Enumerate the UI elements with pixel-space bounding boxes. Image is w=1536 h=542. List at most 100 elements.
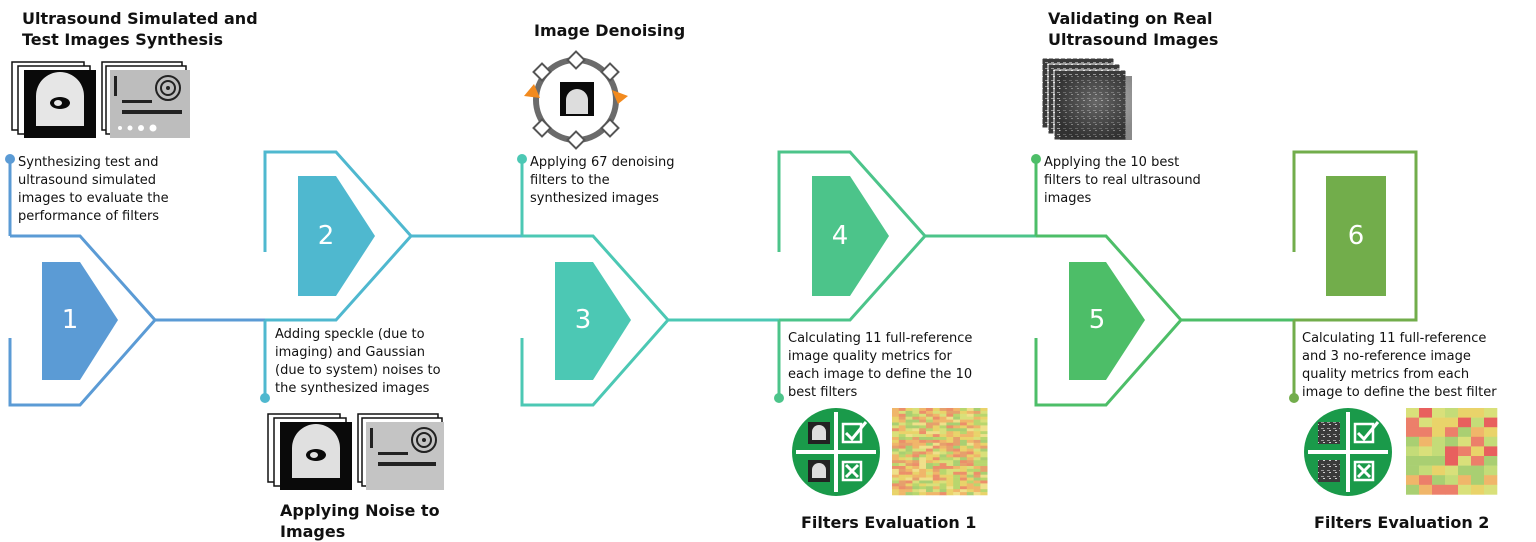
heatmap-cell	[892, 489, 900, 493]
heatmap-cell	[926, 492, 934, 496]
heatmap-cell	[926, 471, 934, 475]
heatmap-cell	[898, 428, 906, 432]
heatmap-cell	[926, 468, 934, 473]
heatmap-cell	[966, 413, 974, 417]
heatmap-cell	[946, 445, 954, 449]
heatmap-cell	[973, 480, 981, 484]
heatmap-cell	[980, 480, 988, 484]
step3-description: Applying 67 denoising filters to the syn…	[530, 154, 675, 208]
heatmap-cell	[926, 410, 934, 415]
heatmap-cell	[892, 416, 900, 420]
heatmap-cell	[1471, 408, 1485, 418]
heatmap-cell	[980, 434, 988, 438]
heatmap-cell	[926, 454, 934, 458]
heatmap-cell	[939, 457, 947, 461]
heatmap-cell	[939, 483, 947, 487]
heatmap-cell	[980, 489, 988, 493]
heatmap-cell	[960, 454, 968, 458]
step1-title-line: Test Images Synthesis	[22, 30, 223, 49]
heatmap-cell	[960, 477, 968, 481]
heatmap-cell	[960, 466, 968, 470]
heatmap-cell	[939, 468, 947, 473]
heatmap-cell	[1471, 475, 1485, 486]
heatmap-cell	[946, 480, 954, 484]
heatmap-cell	[892, 408, 900, 412]
heatmap-cell	[926, 489, 934, 493]
heatmap-cell	[898, 413, 906, 417]
heatmap-cell	[932, 408, 940, 412]
heatmap-cell	[960, 408, 968, 412]
heatmap-cell	[926, 474, 934, 478]
step1-dot	[5, 154, 15, 164]
heatmap-cell	[946, 483, 954, 487]
heatmap-cell	[892, 471, 900, 475]
step1-frame	[8, 234, 158, 407]
step4-description-line: Calculating 11 full-reference	[788, 331, 973, 346]
heatmap-cell	[912, 448, 920, 452]
heatmap-cell	[898, 457, 906, 461]
step4-description-line: best filters	[788, 385, 858, 400]
heatmap-cell	[939, 416, 947, 420]
heatmap-cell	[919, 489, 927, 493]
heatmap-cell	[1484, 456, 1498, 466]
heatmap-cell	[932, 434, 940, 438]
heatmap-cell	[892, 439, 900, 444]
heatmap-cell	[946, 416, 954, 420]
heatmap-cell	[1432, 408, 1446, 418]
heatmap-cell	[939, 460, 947, 464]
heatmap-cell	[932, 486, 940, 490]
heatmap-cell	[905, 486, 913, 490]
heatmap-cell	[953, 442, 961, 446]
heatmap-cell	[905, 425, 913, 429]
step5-description-line: filters to real ultrasound	[1044, 173, 1201, 188]
heatmap-cell	[905, 451, 913, 455]
heatmap-cell	[953, 468, 961, 473]
heatmap-cell	[960, 428, 968, 432]
heatmap-cell	[980, 431, 988, 435]
heatmap-cell	[1419, 465, 1433, 476]
heatmap-cell	[953, 463, 961, 467]
heatmap-cell	[946, 434, 954, 438]
heatmap-cell	[960, 442, 968, 446]
test-phantom-stack-icon	[101, 61, 190, 138]
heatmap-cell	[980, 466, 988, 470]
heatmap-cell	[973, 489, 981, 493]
heatmap-cell	[905, 419, 913, 423]
step2-description: Adding speckle (due to imaging) and Gaus…	[275, 326, 441, 398]
connector-lines	[8, 159, 1296, 398]
heatmap-cell	[980, 428, 988, 432]
heatmap-cell	[892, 466, 900, 470]
heatmap-cell	[892, 460, 900, 464]
heatmap-cell	[912, 463, 920, 467]
heatmap-cell	[912, 457, 920, 461]
heatmap-cell	[953, 474, 961, 478]
heatmap-cell	[960, 486, 968, 490]
heatmap-cell	[898, 471, 906, 475]
heatmap-cell	[960, 460, 968, 464]
heatmap-cell	[905, 413, 913, 417]
heatmap-cell	[946, 408, 954, 412]
heatmap-cell	[946, 463, 954, 467]
step4-title: Filters Evaluation 1	[801, 512, 976, 533]
heatmap-cell	[932, 492, 940, 496]
step3-description-line: Applying 67 denoising	[530, 155, 675, 170]
heatmap-cell	[960, 474, 968, 478]
heatmap-cell	[1471, 484, 1485, 495]
heatmap-cell	[898, 410, 906, 415]
step1-title: Ultrasound Simulated and Test Images Syn…	[22, 8, 258, 50]
heatmap-cell	[926, 460, 934, 464]
heatmap-cell	[973, 468, 981, 473]
heatmap-cell	[973, 471, 981, 475]
heatmap-cell	[1432, 484, 1446, 495]
heatmap-cell	[912, 445, 920, 449]
heatmap-cell	[966, 448, 974, 452]
heatmap-cell	[966, 477, 974, 481]
heatmap-cell	[905, 460, 913, 464]
heatmap-cell	[926, 434, 934, 438]
heatmap-cell	[912, 451, 920, 455]
heatmap-cell	[926, 413, 934, 417]
step2-dot	[260, 393, 270, 403]
heatmap-cell	[912, 489, 920, 493]
heatmap-cell	[1458, 484, 1472, 495]
heatmap-cell	[980, 410, 988, 415]
